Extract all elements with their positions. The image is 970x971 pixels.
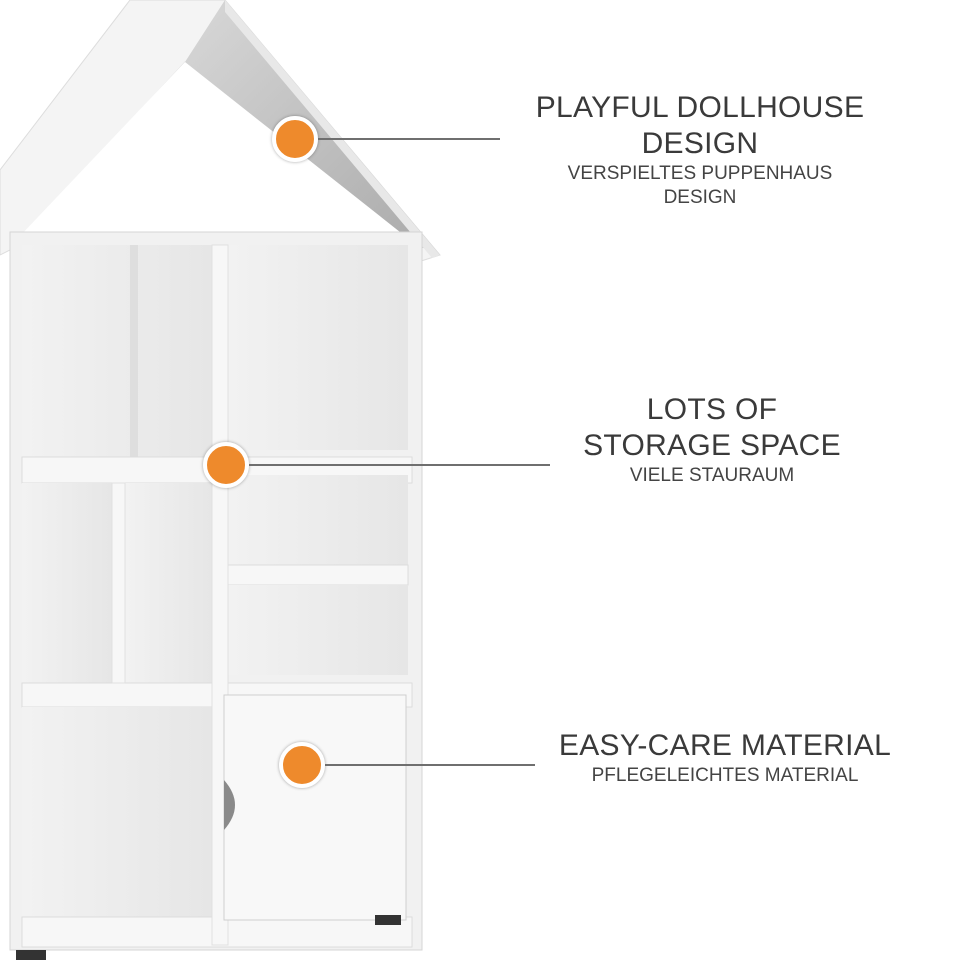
feature-storage: LOTS OF STORAGE SPACE VIELE STAURAUM (512, 392, 912, 488)
callout-line-design (318, 138, 500, 140)
feature-title: EASY-CARE MATERIAL (558, 729, 892, 762)
roof (0, 0, 441, 263)
feature-subtitle: VIELE STAURAUM (629, 465, 795, 486)
feature-title: STORAGE SPACE (583, 429, 841, 462)
callout-line-material (325, 764, 535, 766)
feature-title: DESIGN (641, 127, 759, 160)
feature-subtitle: DESIGN (663, 187, 737, 208)
callout-line-storage (249, 464, 550, 466)
callout-dot-material (279, 742, 325, 788)
feature-subtitle: VERSPIELTES PUPPENHAUS (567, 163, 833, 184)
callout-dot-storage (203, 442, 249, 488)
callout-dot-design (272, 116, 318, 162)
feature-title: PLAYFUL DOLLHOUSE (535, 91, 865, 124)
feature-title: LOTS OF (646, 393, 778, 426)
feature-design: PLAYFUL DOLLHOUSE DESIGN VERSPIELTES PUP… (500, 90, 900, 210)
feature-subtitle: PFLEGELEICHTES MATERIAL (591, 765, 859, 786)
feature-material: EASY-CARE MATERIAL PFLEGELEICHTES MATERI… (525, 728, 925, 788)
shelf-body (9, 231, 423, 960)
